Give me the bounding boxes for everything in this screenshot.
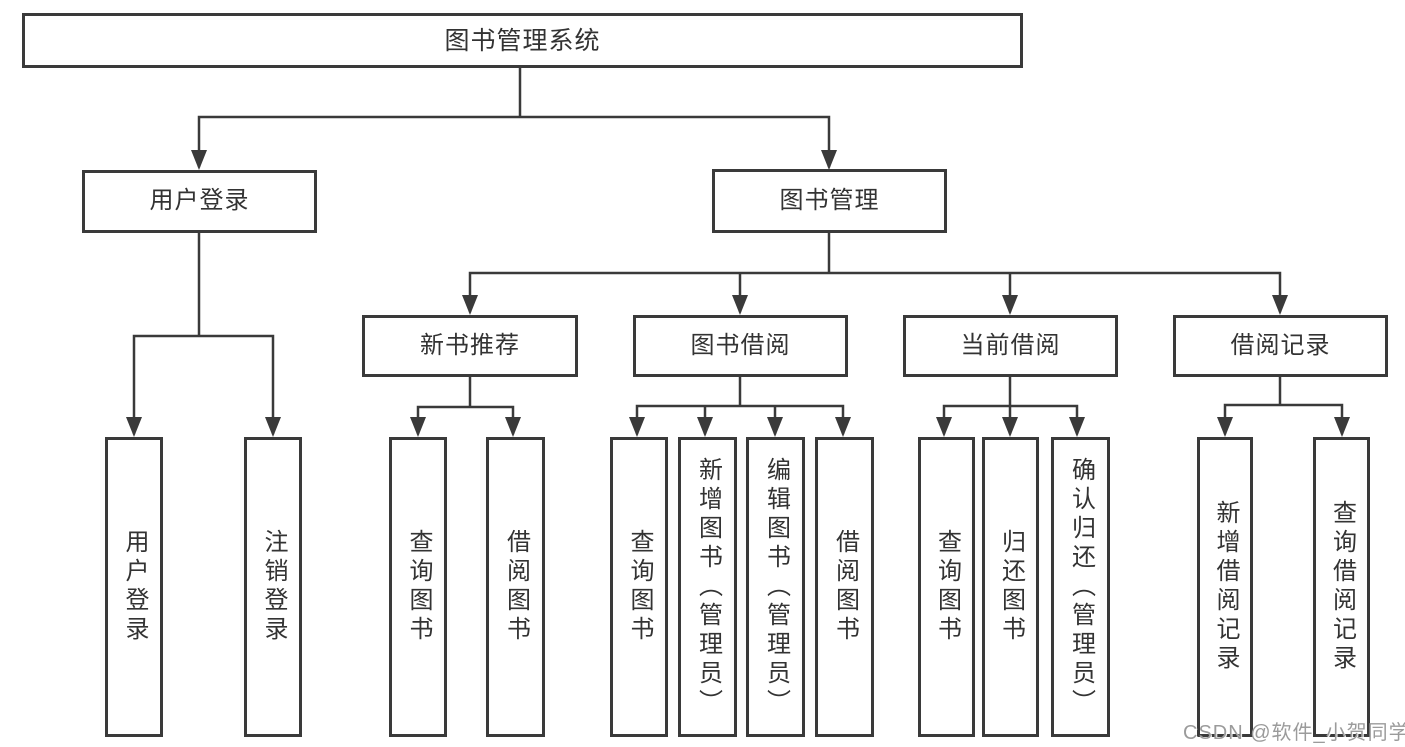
node-book-borrow: 图书借阅 xyxy=(633,315,848,377)
leaf-user-login: 用户登录 xyxy=(105,437,163,737)
leaf-add-books-admin: 新增图书（管理员） xyxy=(678,437,737,737)
leaf-confirm-return-admin: 确认归还（管理员） xyxy=(1051,437,1110,737)
leaf-query-borrow-record: 查询借阅记录 xyxy=(1313,437,1370,737)
leaf-return-books: 归还图书 xyxy=(982,437,1039,737)
node-new-book-recommend: 新书推荐 xyxy=(362,315,578,377)
leaf-query-books-borrow: 查询图书 xyxy=(610,437,668,737)
node-library-management-system: 图书管理系统 xyxy=(22,13,1023,68)
leaf-query-books-current: 查询图书 xyxy=(918,437,975,737)
leaf-borrow-books: 借阅图书 xyxy=(815,437,874,737)
node-book-management: 图书管理 xyxy=(712,169,947,233)
leaf-borrow-books-recommend: 借阅图书 xyxy=(486,437,545,737)
node-user-login: 用户登录 xyxy=(82,170,317,233)
connector-paths xyxy=(132,66,1344,435)
leaf-logout: 注销登录 xyxy=(244,437,302,737)
csdn-watermark: CSDN @软件_小贺同学 xyxy=(1183,722,1405,744)
node-current-borrow: 当前借阅 xyxy=(903,315,1118,377)
leaf-edit-books-admin: 编辑图书（管理员） xyxy=(746,437,805,737)
leaf-add-borrow-record: 新增借阅记录 xyxy=(1197,437,1253,737)
leaf-query-books-recommend: 查询图书 xyxy=(389,437,447,737)
node-borrow-records: 借阅记录 xyxy=(1173,315,1388,377)
